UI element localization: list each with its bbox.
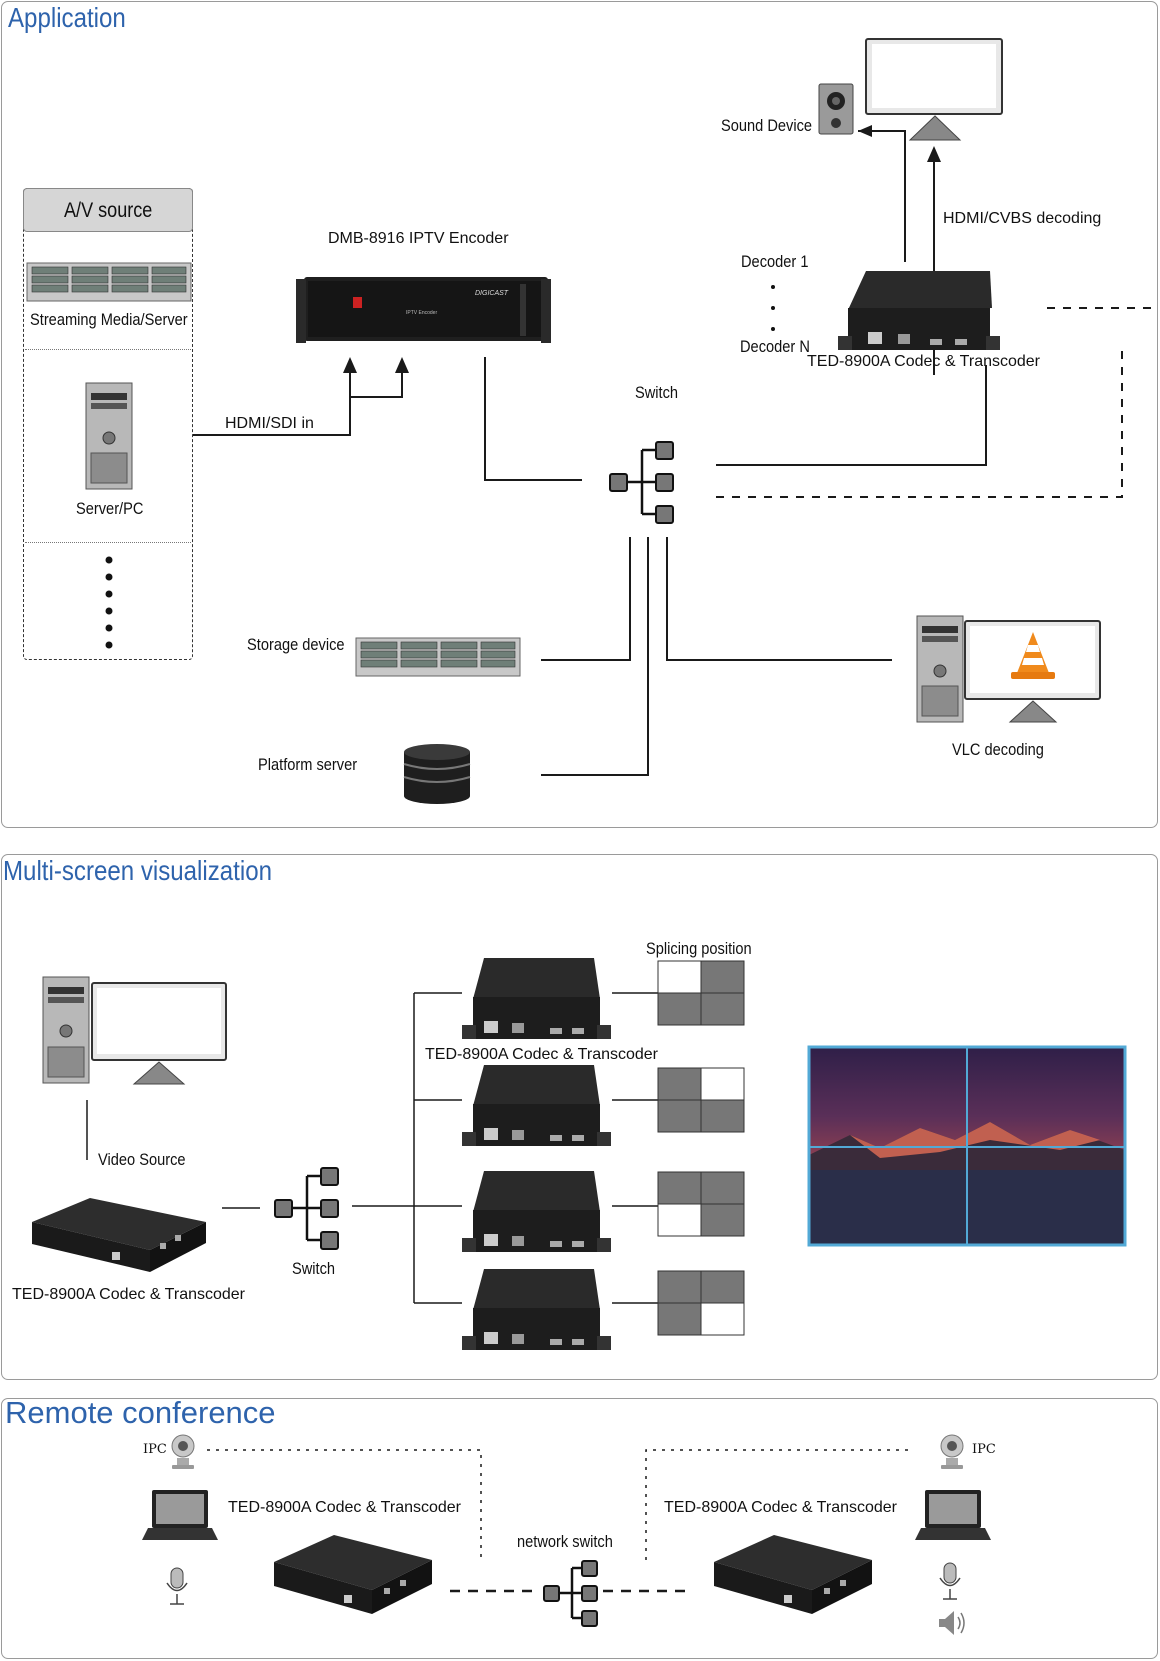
monitor-icon	[865, 38, 1003, 141]
codec-right-label: TED-8900A Codec & Transcoder	[664, 1499, 898, 1516]
vlc-label: VLC decoding	[952, 740, 1044, 759]
server-pc-label: Server/PC	[76, 499, 144, 518]
conference-title: Remote conference	[5, 1395, 276, 1430]
dashed-links	[716, 307, 1155, 498]
laptop-icon	[915, 1490, 991, 1540]
video-source-label: Video Source	[98, 1150, 186, 1169]
encoder-brand: DIGICAST	[475, 290, 509, 297]
source-codec-device	[32, 1198, 206, 1272]
ipc-right-label: IPC	[972, 1442, 996, 1457]
multiscreen-links	[86, 992, 658, 1304]
splice-grid-3	[657, 1171, 745, 1237]
network-switch-icon	[543, 1560, 598, 1627]
splice-grid-4	[657, 1270, 745, 1336]
switch-icon	[609, 441, 674, 524]
switch-label: Switch	[635, 383, 679, 402]
av-divider-1	[25, 349, 191, 350]
ipc-links	[207, 1449, 910, 1560]
vlc-cone-icon	[1011, 632, 1055, 679]
network-switch-label: network switch	[517, 1532, 613, 1551]
storage-label: Storage device	[247, 635, 345, 654]
more-sources-dots	[105, 556, 113, 649]
video-wall	[807, 1045, 1127, 1247]
splice-codec-2	[462, 1065, 611, 1146]
vlc-pc-icon	[916, 615, 1101, 723]
codec-device	[838, 271, 1000, 350]
speaker-volume-icon	[939, 1611, 965, 1635]
microphone-icon	[939, 1562, 961, 1600]
ip-camera-icon	[171, 1434, 195, 1469]
platform-label: Platform server	[258, 755, 358, 774]
ms-codec-label: TED-8900A Codec & Transcoder	[12, 1286, 246, 1303]
ms-switch-icon	[274, 1167, 339, 1250]
pc-tower-icon	[85, 382, 133, 490]
microphone-icon	[166, 1567, 188, 1605]
conference-codec-left	[274, 1535, 432, 1614]
splicing-label: Splicing position	[646, 939, 752, 958]
server-rack-icon	[26, 262, 192, 302]
multiscreen-title: Multi-screen visualization	[3, 855, 273, 886]
splice-codec-3	[462, 1171, 611, 1252]
conference-codec-right	[714, 1535, 872, 1614]
splice-codec-4	[462, 1269, 611, 1350]
multiscreen-diagram	[32, 958, 1127, 1350]
speaker-icon	[818, 83, 854, 135]
decoder1-label: Decoder 1	[741, 252, 809, 271]
av-source-header	[23, 188, 193, 232]
codec-label: TED-8900A Codec & Transcoder	[807, 353, 1041, 370]
laptop-icon	[142, 1490, 218, 1540]
encoder-label: DMB-8916 IPTV Encoder	[328, 230, 509, 247]
hdmi-cvbs-label: HDMI/CVBS decoding	[943, 210, 1102, 227]
decoder-dots	[771, 285, 775, 331]
ip-camera-icon	[940, 1434, 964, 1469]
ms-splice-codec-label: TED-8900A Codec & Transcoder	[425, 1046, 659, 1063]
iptv-encoder-device: DIGICAST IPTV Encoder	[296, 277, 551, 343]
application-arrows	[343, 125, 941, 373]
hdmi-in-label: HDMI/SDI in	[225, 415, 314, 432]
splice-codec-1	[462, 958, 611, 1039]
av-source-title: A/V source	[64, 199, 153, 222]
ipc-left-label: IPC	[143, 1442, 167, 1457]
decoderN-label: Decoder N	[740, 337, 810, 356]
splice-grid-1	[657, 960, 745, 1026]
storage-device-icon	[355, 637, 521, 677]
streaming-server-label: Streaming Media/Server	[30, 310, 188, 329]
codec-left-label: TED-8900A Codec & Transcoder	[228, 1499, 462, 1516]
sound-device-label: Sound Device	[721, 116, 813, 135]
application-title: Application	[8, 2, 126, 33]
application-diagram: DIGICAST IPTV Encoder	[26, 38, 1155, 804]
av-divider-2	[25, 542, 191, 543]
ms-switch-label: Switch	[292, 1259, 336, 1278]
splice-grid-2	[657, 1067, 745, 1133]
database-icon	[403, 744, 471, 804]
source-pc-icon	[42, 976, 227, 1085]
encoder-face-text: IPTV Encoder	[406, 310, 437, 316]
